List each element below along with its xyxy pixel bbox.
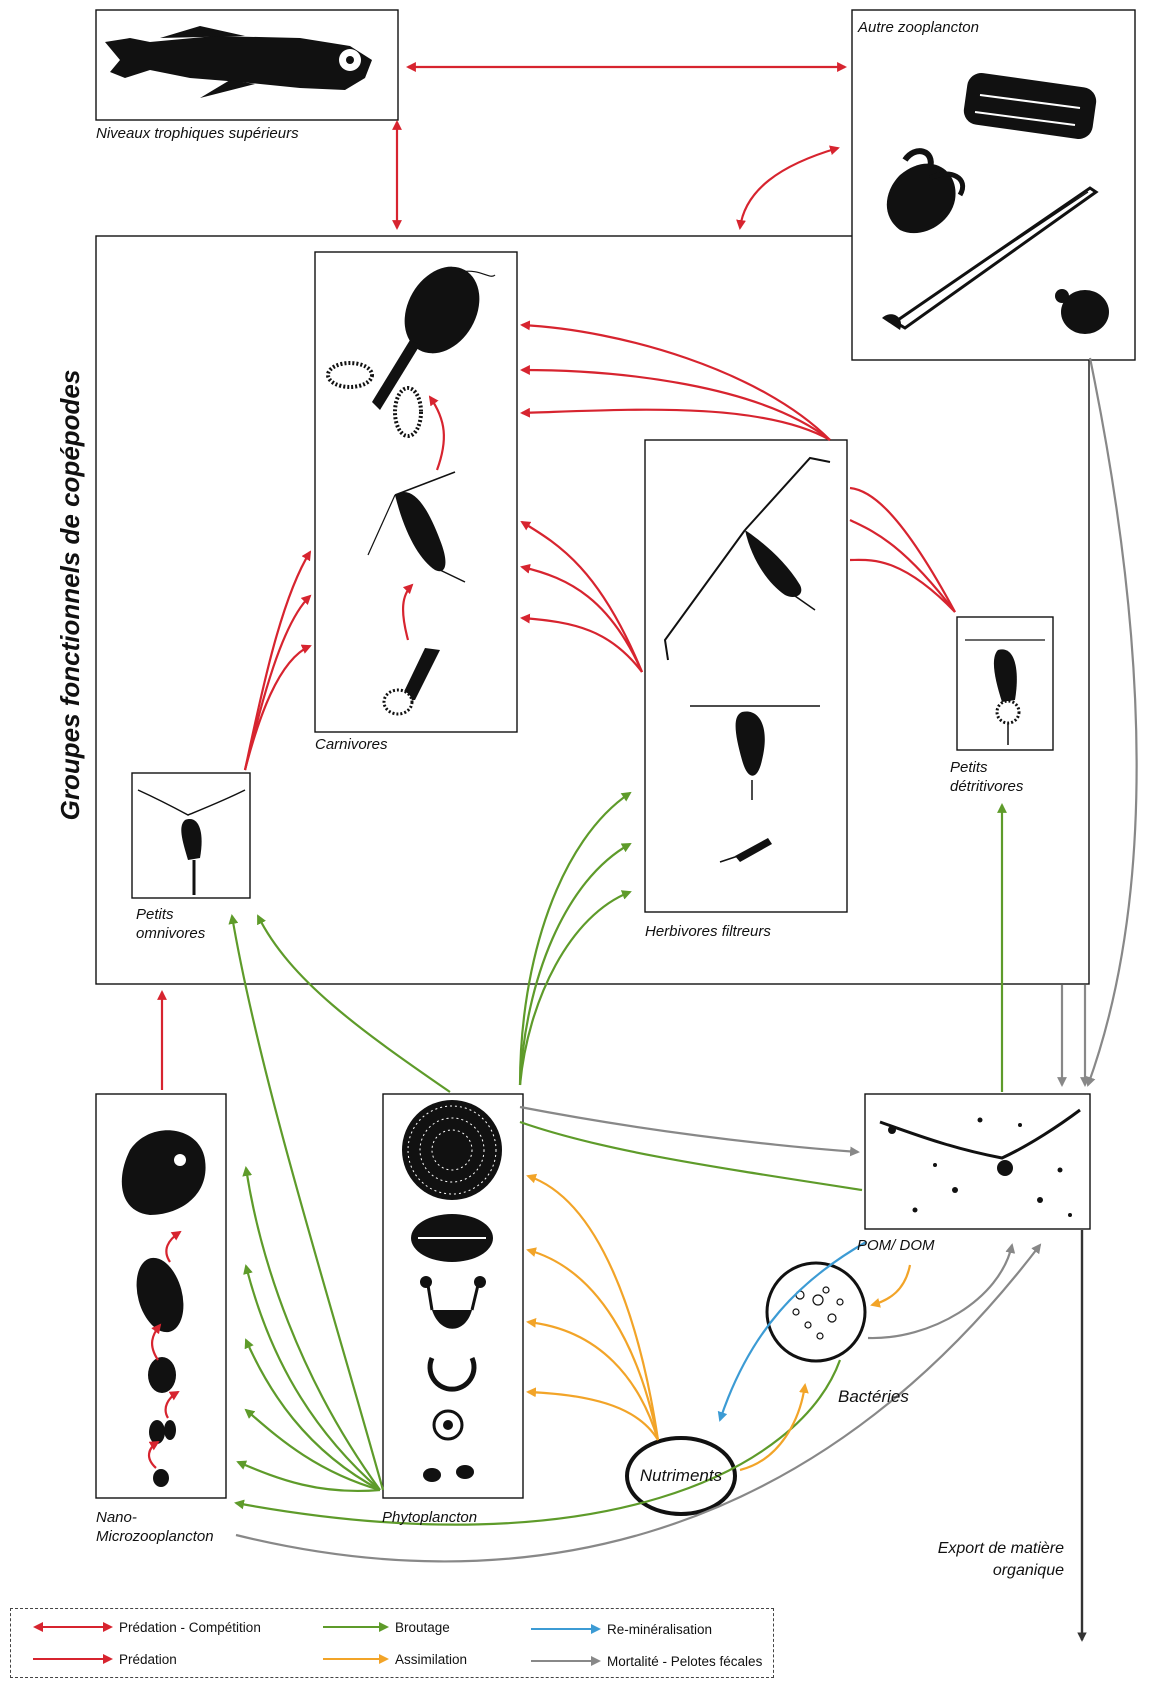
nutrients-node bbox=[625, 1436, 737, 1516]
arrow-icon bbox=[531, 1656, 601, 1666]
bacteria-icon bbox=[765, 1261, 867, 1363]
herbivores-box bbox=[644, 439, 848, 913]
ciliate-icon bbox=[148, 1357, 176, 1393]
copepod-icon bbox=[719, 838, 772, 863]
cladoceran-icon bbox=[886, 148, 966, 234]
legend-label: Broutage bbox=[395, 1620, 450, 1635]
omnivores-label-line-2: omnivores bbox=[136, 925, 206, 942]
diatom-icon bbox=[402, 1100, 502, 1200]
legend-label: Prédation - Compétition bbox=[119, 1620, 261, 1635]
pteropod-icon bbox=[963, 73, 1097, 139]
export-label-line-2: organique bbox=[992, 1562, 1064, 1579]
copepod-icon bbox=[137, 789, 246, 895]
bacteria-label: Bactéries bbox=[838, 1387, 909, 1406]
copepod-icon bbox=[382, 648, 440, 716]
nutrients-label: Nutriments bbox=[639, 1466, 723, 1485]
chaetognath-icon bbox=[882, 186, 1099, 330]
ciliate-icon bbox=[149, 1420, 176, 1444]
detritivores-label-line-2: détritivores bbox=[950, 778, 1024, 795]
legend: Prédation - Compétition Broutage Re-miné… bbox=[10, 1608, 774, 1678]
salp-icon bbox=[1055, 289, 1109, 334]
predation-arrows bbox=[148, 62, 956, 1469]
copepod-icon bbox=[965, 639, 1045, 745]
detritivores-label-line-1: Petits bbox=[950, 759, 988, 776]
double-arrow-icon bbox=[33, 1622, 113, 1632]
detritus-icon bbox=[879, 1108, 1081, 1217]
dinoflagellate-icon bbox=[423, 1465, 474, 1482]
other-zooplankton-label: Autre zooplancton bbox=[858, 19, 979, 36]
arrow-icon bbox=[323, 1622, 389, 1632]
arrow-icon bbox=[33, 1654, 113, 1664]
copepod-icon bbox=[367, 471, 466, 583]
grazing-arrows bbox=[228, 791, 1007, 1526]
copepod-icon bbox=[690, 705, 820, 800]
arrow-icon bbox=[323, 1654, 389, 1664]
detritivores-label: Petits détritivores bbox=[950, 758, 1023, 796]
omnivores-label: Petits omnivores bbox=[136, 905, 205, 943]
pom-dom-label: POM/ DOM bbox=[857, 1237, 935, 1254]
diatom-icon bbox=[411, 1214, 493, 1262]
top-predators-label: Niveaux trophiques supérieurs bbox=[96, 125, 299, 142]
export-label: Export de matière organique bbox=[880, 1538, 1064, 1582]
mortality-arrows bbox=[235, 357, 1138, 1563]
phytoplankton-label: Phytoplancton bbox=[382, 1509, 478, 1526]
copepod-group-title: Groupes fonctionnels de copépodes bbox=[55, 369, 85, 821]
carnivores-label: Carnivores bbox=[315, 736, 388, 753]
arrow-icon bbox=[531, 1624, 601, 1634]
fish-icon bbox=[105, 26, 372, 98]
legend-label: Mortalité - Pelotes fécales bbox=[607, 1654, 763, 1669]
pom-dom-box bbox=[864, 1093, 1091, 1230]
herbivores-label: Herbivores filtreurs bbox=[645, 923, 771, 940]
legend-label: Re-minéralisation bbox=[607, 1622, 713, 1637]
diatom-icon bbox=[427, 1356, 477, 1392]
remineralisation-arrows bbox=[717, 1241, 867, 1422]
copepod-icon bbox=[663, 456, 831, 661]
microzooplankton-label: Nano- Microzooplancton bbox=[96, 1508, 214, 1546]
legend-label: Assimilation bbox=[395, 1652, 468, 1667]
assimilation-arrows bbox=[526, 1173, 912, 1472]
dinoflagellate-icon bbox=[420, 1276, 486, 1329]
dinoflagellate-icon bbox=[432, 1409, 464, 1441]
microzooplankton-label-line-2: Microzooplancton bbox=[96, 1528, 214, 1545]
ciliate-icon bbox=[136, 1257, 184, 1333]
copepod-group-frame bbox=[95, 235, 1090, 985]
omnivores-label-line-1: Petits bbox=[136, 906, 174, 923]
export-label-line-1: Export de matière bbox=[937, 1540, 1064, 1557]
legend-label: Prédation bbox=[119, 1652, 177, 1667]
ciliate-icon bbox=[153, 1469, 169, 1487]
microzooplankton-label-line-1: Nano- bbox=[96, 1509, 137, 1526]
copepod-icon bbox=[326, 266, 496, 438]
ciliate-icon bbox=[121, 1130, 206, 1215]
